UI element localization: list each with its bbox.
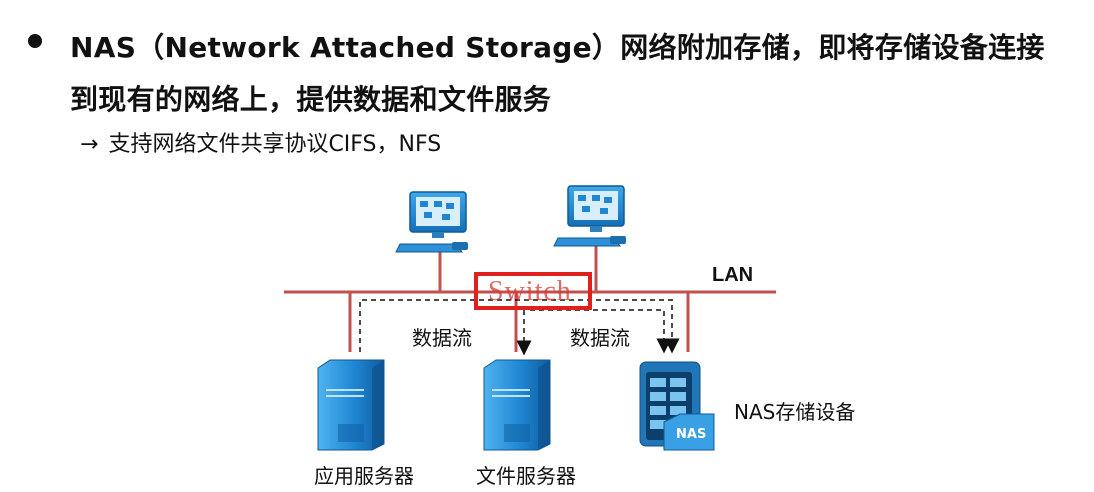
data-flow-app-to-nas [359, 299, 680, 354]
app-server-icon [317, 359, 385, 451]
lan-label: LAN [712, 264, 754, 286]
sub-point: → 支持网络文件共享协议CIFS，NFS [80, 130, 441, 160]
bullet-text: NAS（Network Attached Storage）网络附加存储，即将存储… [70, 31, 1045, 116]
file-server-label: 文件服务器 [476, 464, 576, 488]
switch-label: Switch [488, 276, 572, 307]
nas-device-icon [639, 361, 715, 451]
sub-point-text: 支持网络文件共享协议CIFS，NFS [108, 132, 442, 157]
bullet-dot [28, 34, 42, 48]
data-flow-file-to-nas [530, 309, 672, 354]
data-flow-label-right: 数据流 [570, 326, 630, 350]
arrow-icon: → [80, 132, 99, 157]
app-server-label: 应用服务器 [314, 464, 414, 488]
switch-highlight-box [474, 272, 592, 310]
client-pc-left-icon [395, 191, 468, 253]
client-pc-right-icon [553, 185, 626, 247]
nas-device-label: NAS存储设备 [734, 400, 856, 424]
data-flow-label-left: 数据流 [412, 326, 472, 350]
file-server-icon [483, 359, 551, 451]
nas-badge: NAS [676, 427, 707, 442]
